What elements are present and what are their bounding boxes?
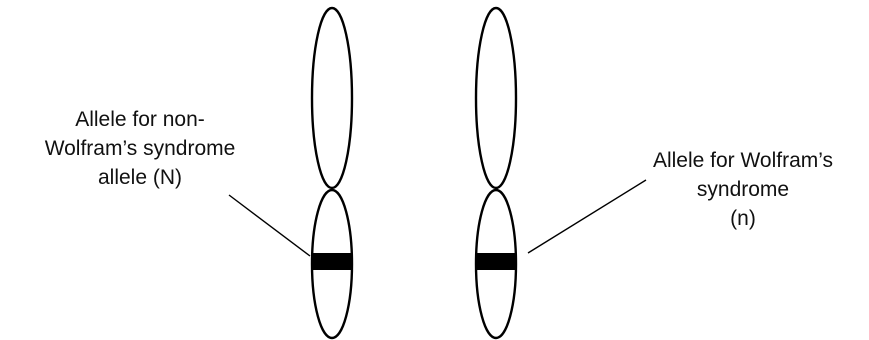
chromosome-right <box>476 8 516 338</box>
pointer-line-left <box>229 195 310 256</box>
label-left-line-2: Wolfram’s syndrome <box>20 134 260 163</box>
label-wolfram-allele: Allele for Wolfram’s syndrome (n) <box>628 146 858 233</box>
chromosome-left <box>312 8 352 338</box>
label-right-line-3: (n) <box>628 204 858 233</box>
label-left-line-3: allele (N) <box>20 163 260 192</box>
label-right-line-1: Allele for Wolfram’s <box>628 146 858 175</box>
label-non-wolfram-allele: Allele for non- Wolfram’s syndrome allel… <box>20 105 260 192</box>
allele-band-n <box>476 253 516 270</box>
chromosome-right-upper-arm <box>476 8 516 188</box>
allele-band-N <box>312 253 352 270</box>
label-left-line-1: Allele for non- <box>20 105 260 134</box>
chromosome-left-upper-arm <box>312 8 352 188</box>
label-right-line-2: syndrome <box>628 175 858 204</box>
